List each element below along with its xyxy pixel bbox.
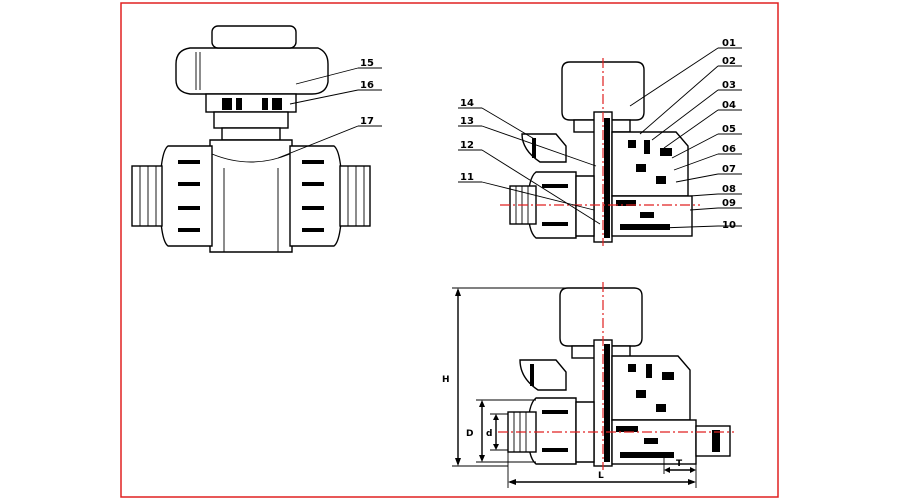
dim-label-l: L [598, 471, 604, 481]
valve-body [209, 139, 293, 253]
callout-10: 10 [722, 220, 736, 231]
dim-label-t: T [676, 459, 683, 469]
callout-01: 01 [722, 38, 736, 49]
section-right-leaders [629, 47, 742, 229]
callout-13: 13 [460, 116, 474, 127]
dim-label-d-inner: d [486, 429, 492, 439]
callout-06: 06 [722, 144, 736, 155]
callout-03: 03 [722, 80, 736, 91]
callout-16: 16 [360, 80, 374, 91]
callout-05: 05 [722, 124, 736, 135]
coupling-bracket [205, 93, 297, 113]
actuator-cap [211, 25, 297, 49]
callout-02: 02 [722, 56, 736, 67]
front-view: 15 16 17 [131, 25, 382, 253]
right-pipe-end [339, 165, 371, 227]
drawing-border [120, 2, 779, 498]
callout-15: 15 [360, 58, 374, 69]
section-left-leaders [458, 107, 601, 225]
callout-14: 14 [460, 98, 474, 109]
callout-17: 17 [360, 116, 374, 127]
callout-12: 12 [460, 140, 474, 151]
callout-08: 08 [722, 184, 736, 195]
callout-04: 04 [722, 100, 736, 111]
actuator-housing [175, 47, 329, 95]
callout-09: 09 [722, 198, 736, 209]
dim-label-h: H [442, 375, 450, 385]
dimension-view: H D d L T [442, 282, 734, 488]
callout-07: 07 [722, 164, 736, 175]
dim-label-d-outer: D [466, 429, 473, 439]
callout-11: 11 [460, 172, 474, 183]
left-pipe-end [131, 165, 163, 227]
section-view: 01 02 03 04 05 06 07 08 09 10 14 13 12 1… [458, 38, 742, 246]
